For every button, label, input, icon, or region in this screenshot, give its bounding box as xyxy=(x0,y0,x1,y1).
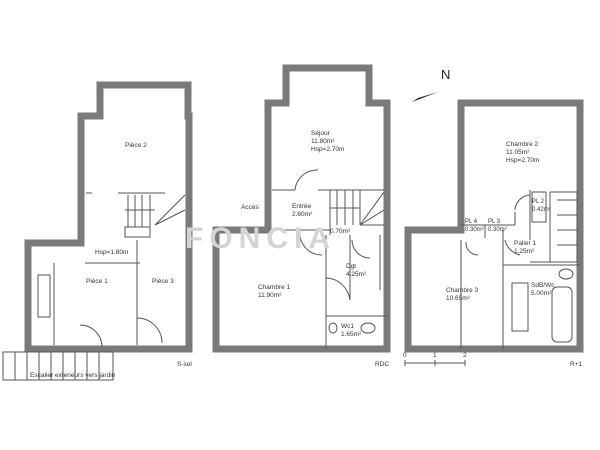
wall-s-sol xyxy=(24,81,193,353)
wall-rdc xyxy=(212,64,391,353)
exterior-stairs-label: Escalier exterieurs vers jardin xyxy=(30,372,116,379)
rdc-stairs xyxy=(330,189,385,226)
wc1-sink xyxy=(328,322,338,334)
north-arrow-icon xyxy=(412,92,438,102)
room-name: Séjour xyxy=(311,130,330,137)
s-sol-landing xyxy=(124,226,151,238)
scale-tick-1: 1 xyxy=(433,352,437,359)
room-piece-2: Pièce 2 xyxy=(125,142,147,149)
pl2-closet xyxy=(531,191,547,223)
scale-tick-0: 0 xyxy=(403,352,407,359)
s-sol-door xyxy=(136,317,163,344)
room-name: PL 3 xyxy=(488,219,501,225)
room-name: Palier 1 xyxy=(514,240,537,247)
bathtub xyxy=(551,286,573,343)
room-pl-3: PL 3 0.30m² xyxy=(488,218,507,234)
exterior-stairs xyxy=(2,351,114,381)
room-piece-1: Pièce 1 xyxy=(86,278,108,285)
room-height: Hsp=2.70m xyxy=(311,146,345,153)
room-piece-3: Pièce 3 xyxy=(152,278,174,285)
r1-stairs xyxy=(530,191,578,263)
room-area: 11.05m² xyxy=(506,149,530,156)
exterior-stairs-steps xyxy=(14,352,100,380)
room-area: 5.00m² xyxy=(531,290,552,297)
room-name: SdB/Wc xyxy=(531,282,555,289)
room-name: Wc1 xyxy=(341,323,354,330)
s-sol-stairs xyxy=(125,194,186,227)
s-sol-partition xyxy=(53,192,165,345)
compass-label: N xyxy=(441,67,451,82)
r1-partitions xyxy=(460,190,580,349)
r1-toilet xyxy=(558,268,574,280)
wall-r1 xyxy=(404,99,584,353)
scale-bar xyxy=(404,360,466,366)
room-placard: 0.70m² xyxy=(330,228,351,235)
room-name: Dgt xyxy=(346,263,357,270)
room-height: Hsp=1.80m xyxy=(95,249,129,256)
room-name: Chambre 2 xyxy=(506,141,539,148)
room-area: 0.30m² xyxy=(488,227,507,233)
wc1-toilet xyxy=(360,322,376,334)
room-area: 11.80m² xyxy=(311,138,335,145)
level-label-r1: R+1 xyxy=(570,361,583,368)
scale-tick-2: 2 xyxy=(463,352,467,359)
room-name: PL 4 xyxy=(465,219,478,225)
room-area: 0.42m² xyxy=(532,207,551,213)
room-name: Entrée xyxy=(292,203,312,210)
room-area: 4.25m² xyxy=(346,271,367,278)
access-label: Accès xyxy=(241,204,259,211)
room-area: 1.65m² xyxy=(341,331,362,338)
r1-doors xyxy=(465,194,531,256)
rdc-partitions xyxy=(268,189,387,349)
room-name: Chambre 1 xyxy=(258,284,291,291)
s-sol-door-exit xyxy=(79,324,103,348)
rdc-doors xyxy=(294,169,371,301)
level-label-rdc: RDC xyxy=(375,361,390,368)
room-area: 0.30m² xyxy=(465,227,484,233)
kitchen-sink xyxy=(37,274,51,318)
room-height: Hsp=2.70m xyxy=(506,157,540,164)
room-area: 10.65m² xyxy=(446,295,470,302)
room-area: 2.60m² xyxy=(292,211,313,218)
room-name: Chambre 3 xyxy=(446,287,479,294)
level-label-s-sol: S-sol xyxy=(177,361,192,368)
double-sink xyxy=(511,282,529,332)
room-pl-2: PL 2 0.42m² xyxy=(532,198,551,214)
room-pl-4: PL 4 0.30m² xyxy=(465,218,484,234)
room-area: 11.90m² xyxy=(258,292,282,299)
room-area: 1.25m² xyxy=(514,248,535,255)
room-name: PL 2 xyxy=(532,199,545,205)
